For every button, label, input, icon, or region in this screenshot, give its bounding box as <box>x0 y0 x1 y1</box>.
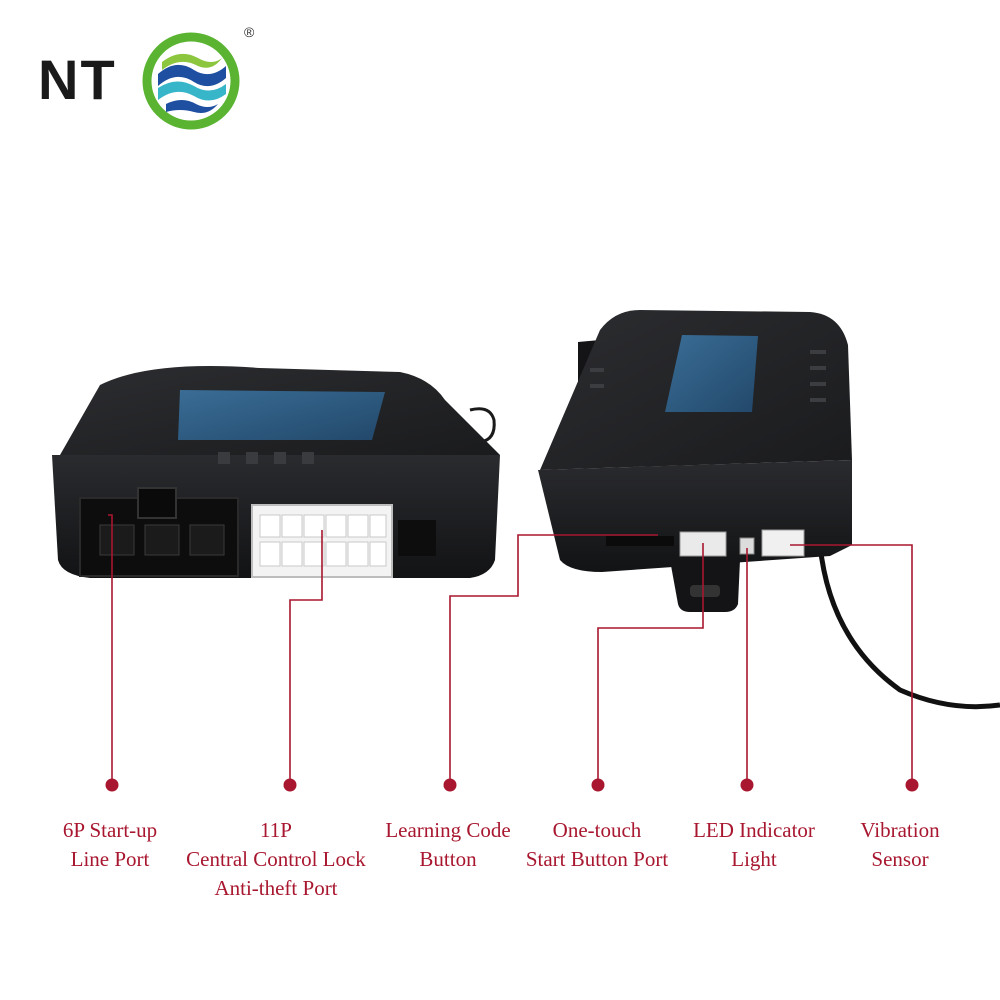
display-window <box>178 390 385 440</box>
control-box-side <box>538 310 1000 710</box>
registered-mark: ® <box>244 24 255 40</box>
display-window-right <box>665 335 758 412</box>
brand-name: NT <box>38 48 117 111</box>
control-box-front <box>52 366 500 578</box>
vibration-sensor-port <box>761 529 805 557</box>
brand-logo: NT ® <box>38 24 268 136</box>
6p-startup-port <box>79 487 239 577</box>
callout-dots <box>105 778 919 792</box>
brand-emblem-icon <box>142 32 240 130</box>
callout-lines <box>108 514 913 785</box>
